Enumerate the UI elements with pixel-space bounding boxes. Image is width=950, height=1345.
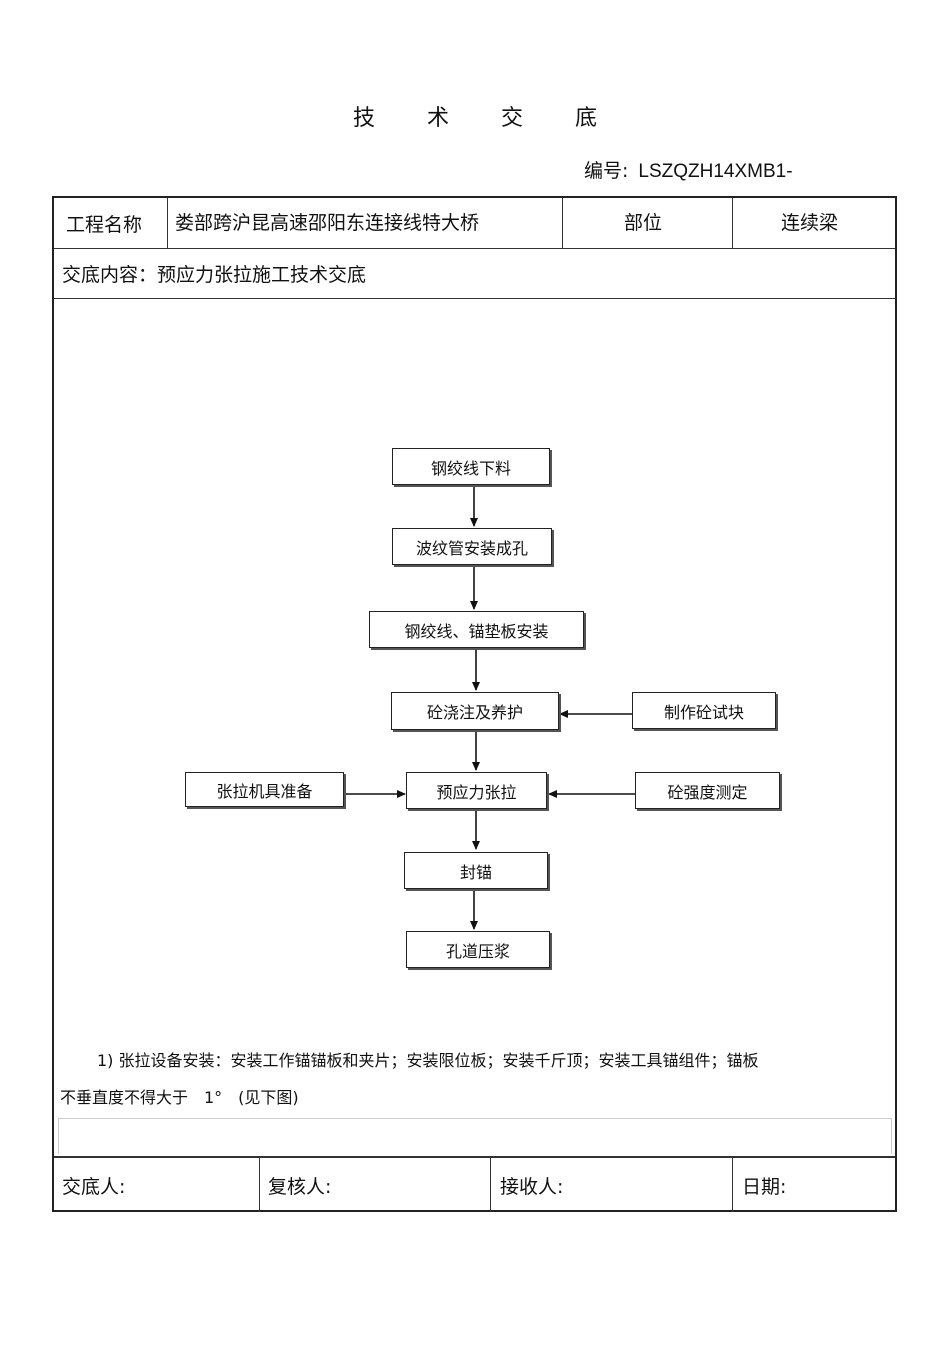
flow-step-duct-grouting: 孔道压浆 — [406, 931, 550, 968]
column-divider — [259, 1156, 260, 1212]
position-value: 连续梁 — [781, 212, 839, 234]
column-divider — [167, 198, 168, 248]
content-label: 交底内容：预应力张拉施工技术交底 — [62, 264, 367, 286]
project-name-label: 工程名称 — [66, 214, 143, 236]
document-number-label: 编号: — [584, 160, 629, 182]
disclosure-form: 工程名称 娄部跨沪昆高速邵阳东连接线特大桥 部位 连续梁 交底内容：预应力张拉施… — [52, 196, 897, 1212]
flow-step-strand-cutting: 钢绞线下料 — [392, 448, 550, 485]
document-title: 技术交底 — [352, 106, 649, 131]
flow-input-strength-test: 砼强度测定 — [635, 772, 780, 809]
discloser-label: 交底人: — [62, 1176, 126, 1198]
flow-input-concrete-sample: 制作砼试块 — [632, 692, 776, 729]
column-divider — [562, 198, 563, 248]
flow-step-concrete-pouring-curing: 砼浇注及养护 — [391, 692, 559, 730]
document-number-value: LSZQZH14XMB1- — [638, 161, 793, 182]
flow-step-anchor-sealing: 封锚 — [404, 852, 548, 889]
flow-step-prestress-tensioning: 预应力张拉 — [406, 772, 547, 809]
position-label: 部位 — [624, 212, 663, 234]
project-name-value: 娄部跨沪昆高速邵阳东连接线特大桥 — [175, 212, 480, 234]
column-divider — [732, 198, 733, 248]
figure-placeholder — [58, 1118, 892, 1154]
paragraph-line: 不垂直度不得大于 1° (见下图) — [60, 1088, 299, 1107]
footer-divider — [54, 1156, 895, 1158]
column-divider — [732, 1156, 733, 1212]
receiver-label: 接收人: — [500, 1176, 564, 1198]
document-number: 编号: LSZQZH14XMB1- — [584, 156, 793, 183]
reviewer-label: 复核人: — [268, 1176, 332, 1198]
row-divider — [54, 248, 895, 249]
date-label: 日期: — [742, 1176, 787, 1198]
column-divider — [490, 1156, 491, 1212]
flow-step-strand-anchor-plate-installation: 钢绞线、锚垫板安装 — [369, 611, 584, 648]
paragraph-line: 1) 张拉设备安装：安装工作锚锚板和夹片；安装限位板；安装千斤顶；安装工具锚组件… — [97, 1051, 759, 1070]
flow-step-duct-installation: 波纹管安装成孔 — [392, 528, 552, 565]
flow-input-tension-equipment: 张拉机具准备 — [185, 772, 344, 807]
row-divider — [54, 298, 895, 299]
